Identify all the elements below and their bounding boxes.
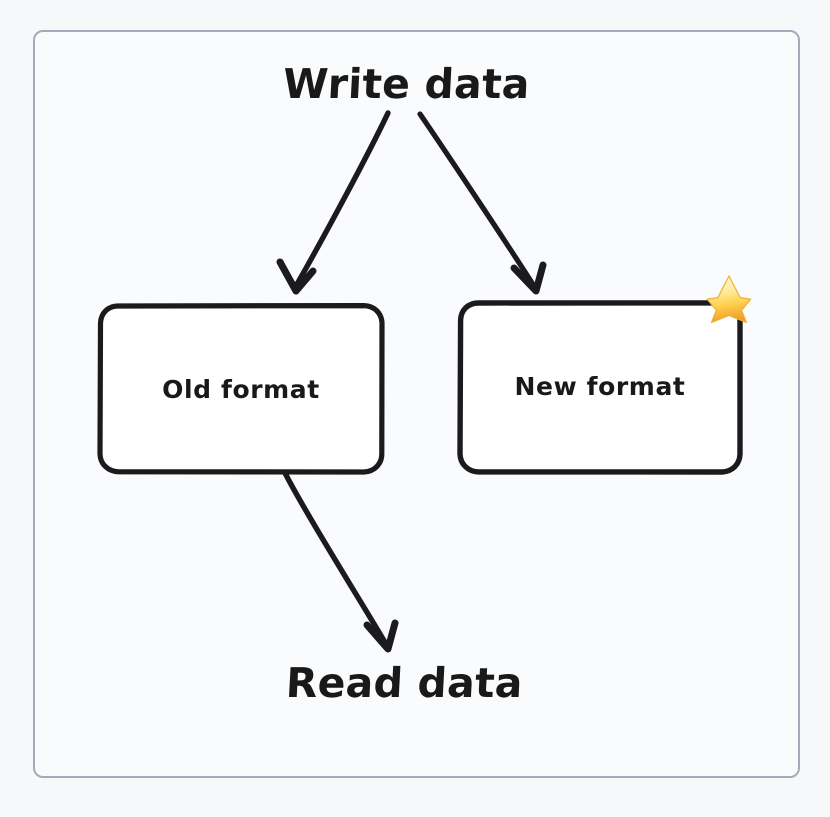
- star-icon: [706, 275, 752, 323]
- node-label-new-format: New format: [514, 372, 686, 401]
- edge-old-format-to-read-data: [282, 470, 399, 653]
- edge-write-to-old-format: [276, 110, 391, 295]
- edge-write-to-new-format: [417, 111, 547, 295]
- write-data-title: Write data: [281, 60, 532, 108]
- node-label-old-format: Old format: [162, 375, 320, 404]
- node-old-format[interactable]: [97, 303, 385, 475]
- read-data-title: Read data: [284, 659, 525, 707]
